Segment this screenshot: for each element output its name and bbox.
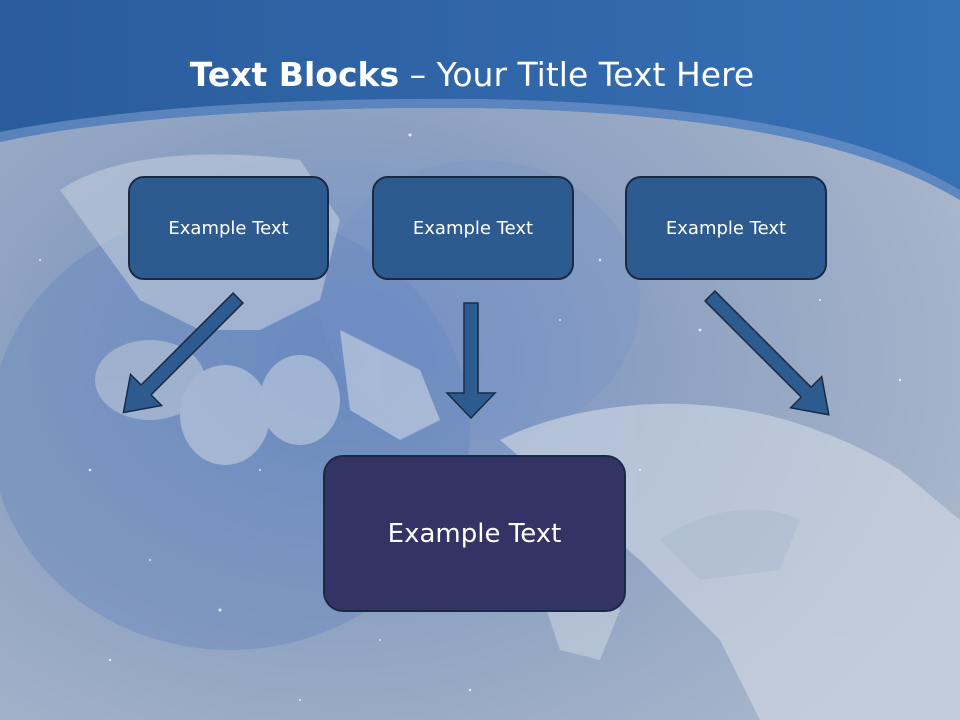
text-block-center[interactable]: Example Text (372, 176, 574, 280)
title-rest-text: Your Title Text Here (436, 55, 755, 94)
arrow-left-to-main (122, 291, 245, 414)
text-block-left[interactable]: Example Text (128, 176, 329, 280)
text-block-left-label: Example Text (168, 217, 289, 239)
text-block-right-label: Example Text (665, 217, 787, 239)
header-arc (0, 98, 960, 200)
slide-title: Text Blocks – Your Title Text Here (0, 52, 944, 98)
arrow-center-to-main (445, 302, 497, 420)
title-dash: – (409, 55, 427, 94)
arrow-right-to-main (703, 289, 830, 416)
text-block-right[interactable]: Example Text (625, 176, 827, 280)
text-block-center-label: Example Text (412, 217, 534, 239)
text-block-main[interactable]: Example Text (323, 455, 626, 612)
text-block-main-label: Example Text (387, 518, 562, 549)
title-bold-text: Text Blocks (189, 55, 400, 94)
